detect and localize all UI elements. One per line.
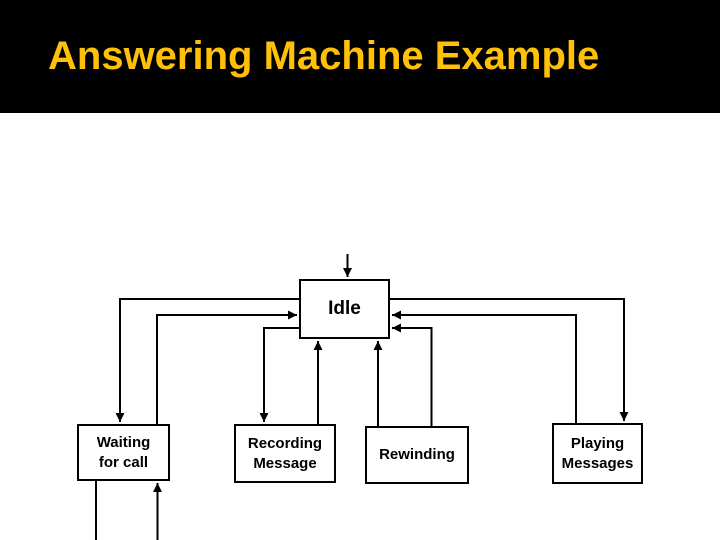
arrow-waiting-to-idle <box>156 310 297 424</box>
state-idle-label: Idle <box>328 297 361 319</box>
state-diagram: Idle Waiting for call Recording Message … <box>0 113 720 540</box>
state-rewinding: Rewinding <box>365 426 469 484</box>
state-playing-messages: Playing Messages <box>552 423 643 484</box>
state-rewinding-label: Rewinding <box>379 446 455 464</box>
state-waiting-for-call: Waiting for call <box>77 424 170 481</box>
arrow-idle-to-playing <box>390 298 629 421</box>
arrow-idle-to-recording <box>259 327 299 422</box>
state-waiting-for-call-label: Waiting for call <box>96 434 151 471</box>
state-idle: Idle <box>299 279 390 339</box>
state-playing-messages-label: Playing Messages <box>561 435 634 472</box>
arrow-rewinding-to-idle-right <box>392 323 433 426</box>
slide-title: Answering Machine Example <box>48 34 600 78</box>
arrow-idle-to-waiting <box>115 298 299 422</box>
state-recording-message: Recording Message <box>234 424 336 483</box>
slide-header: Answering Machine Example <box>0 0 720 113</box>
arrow-playing-to-idle <box>392 310 577 423</box>
state-recording-message-label: Recording Message <box>247 435 323 472</box>
